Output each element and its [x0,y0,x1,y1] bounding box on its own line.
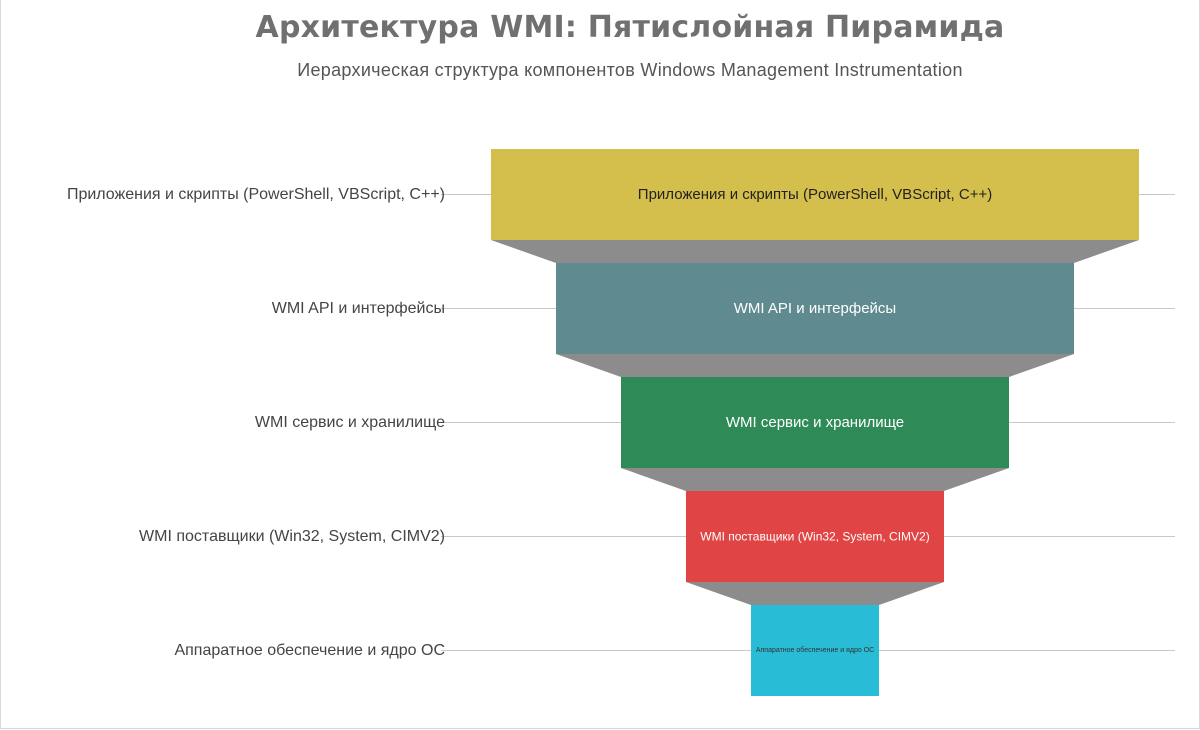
funnel-bar [621,377,1009,468]
funnel-bar [491,149,1139,240]
axis-tick-label: WMI API и интерфейсы [272,300,445,317]
funnel-connector [686,582,944,605]
page-subtitle: Иерархическая структура компонентов Wind… [297,60,963,80]
axis-tick-label: WMI поставщики (Win32, System, CIMV2) [139,528,445,545]
funnel-bar-label: WMI API и интерфейсы [734,300,896,317]
funnel-connector [621,468,1009,491]
axis-tick-label: WMI сервис и хранилище [255,414,445,431]
category-axis: Приложения и скрипты (PowerShell, VBScri… [67,186,446,659]
page-title: Архитектура WMI: Пятислойная Пирамида [255,10,1005,45]
axis-tick-label: Приложения и скрипты (PowerShell, VBScri… [67,186,445,203]
funnel-connector [556,354,1074,377]
funnel-bar [556,263,1074,354]
funnel-connector [491,240,1139,263]
funnel-bar [751,605,879,696]
funnel-bar-label: WMI поставщики (Win32, System, CIMV2) [700,530,929,544]
axis-tick-label: Аппаратное обеспечение и ядро ОС [174,642,445,659]
funnel-bar [686,491,944,582]
funnel-bar-label: Приложения и скрипты (PowerShell, VBScri… [638,186,992,203]
funnel-bar-label: Аппаратное обеспечение и ядро ОС [756,646,874,654]
funnel-connectors [491,240,1139,605]
funnel-bars: Приложения и скрипты (PowerShell, VBScri… [491,149,1139,696]
funnel-bar-label: WMI сервис и хранилище [726,414,904,431]
